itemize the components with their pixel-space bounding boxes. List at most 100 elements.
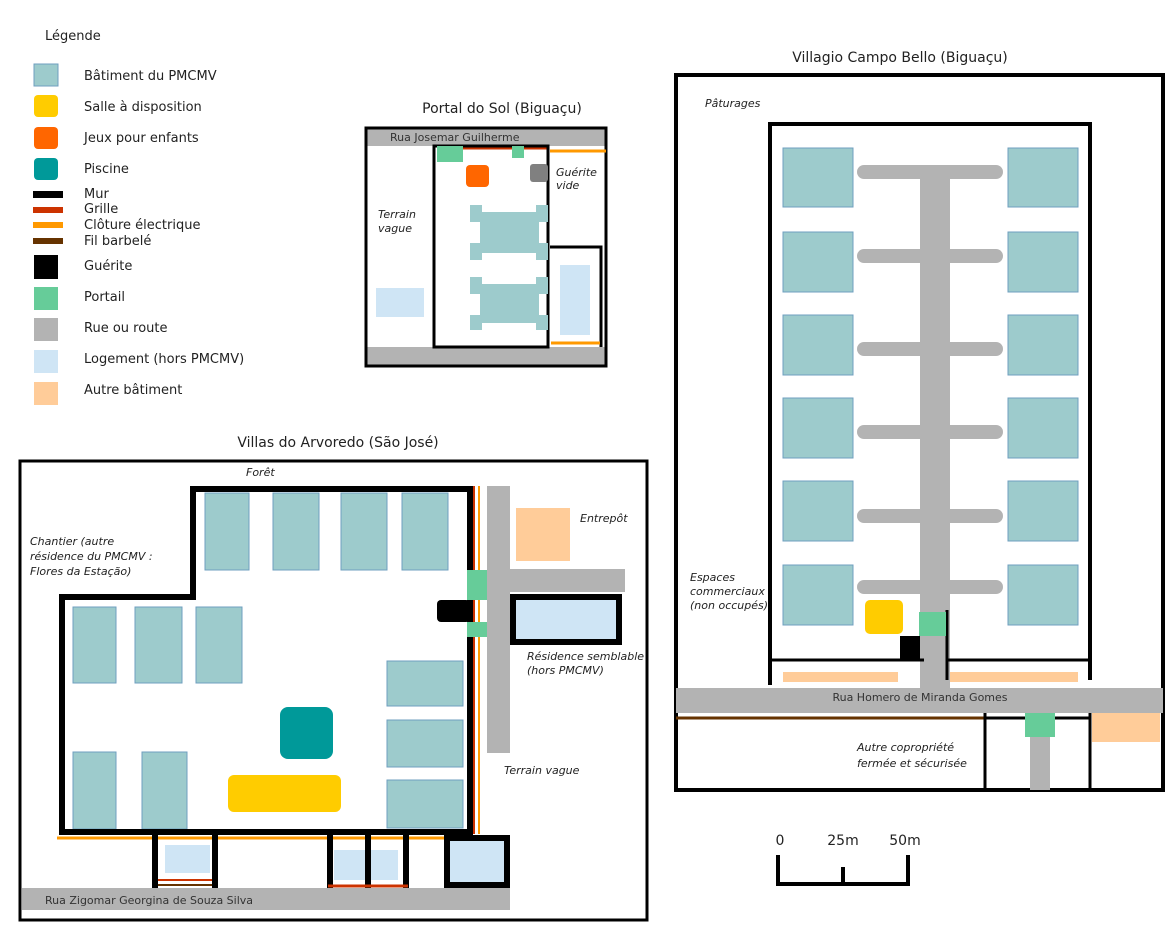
label: Espaces bbox=[690, 571, 735, 584]
pmcmv-building bbox=[141, 751, 188, 830]
scale-label: 50m bbox=[889, 833, 920, 849]
plan-frame bbox=[364, 126, 608, 368]
road bbox=[857, 580, 1003, 594]
pmcmv-building bbox=[782, 147, 854, 208]
scale-bar: 0 25m 50m bbox=[776, 833, 921, 886]
legend-swatch-portail bbox=[34, 287, 58, 310]
pmcmv-building bbox=[782, 314, 854, 376]
legend-label: Piscine bbox=[84, 162, 129, 177]
label: Terrain vague bbox=[504, 764, 580, 777]
portail bbox=[437, 146, 463, 162]
portal-do-sol-plan: Portal do Sol (Biguaçu) Rua Josemar Guil… bbox=[364, 101, 608, 368]
legend-label: Jeux pour enfants bbox=[83, 131, 199, 146]
pmcmv-building bbox=[1007, 564, 1079, 626]
legend-swatch-logement bbox=[34, 350, 58, 373]
road-bottom bbox=[366, 347, 606, 366]
road bbox=[487, 486, 510, 753]
road bbox=[857, 342, 1003, 356]
plan-title: Portal do Sol (Biguaçu) bbox=[422, 101, 582, 117]
label: vide bbox=[556, 179, 580, 192]
legend-label: Logement (hors PMCMV) bbox=[84, 352, 244, 367]
road-label: Rua Josemar Guilherme bbox=[390, 131, 520, 144]
pmcmv-building bbox=[782, 564, 854, 626]
label: vague bbox=[378, 222, 412, 235]
pmcmv-building bbox=[72, 751, 117, 830]
legend: Légende Bâtiment du PMCMV Salle à dispos… bbox=[33, 29, 244, 405]
legend-swatch-guerite bbox=[34, 255, 58, 279]
legend-swatch-barbele bbox=[33, 238, 63, 244]
salle-a-disposition bbox=[865, 600, 903, 634]
pmcmv-building bbox=[1007, 397, 1079, 459]
legend-swatch-rue bbox=[34, 318, 58, 341]
legend-swatch-jeux bbox=[34, 127, 58, 149]
road bbox=[510, 569, 625, 592]
plan-frame bbox=[674, 73, 1165, 792]
road-top bbox=[366, 128, 606, 146]
legend-swatch-mur bbox=[33, 191, 63, 198]
guerite bbox=[437, 600, 470, 622]
label: Autre copropriété bbox=[856, 741, 954, 754]
pmcmv-building bbox=[782, 480, 854, 542]
portail bbox=[467, 570, 487, 600]
label: Résidence semblable bbox=[527, 650, 644, 663]
road bbox=[1030, 737, 1050, 790]
portail bbox=[919, 612, 946, 636]
legend-label: Guérite bbox=[84, 259, 132, 274]
entrepot bbox=[516, 508, 570, 561]
legend-label: Mur bbox=[84, 187, 109, 202]
label: Chantier (autre bbox=[30, 535, 114, 548]
logement bbox=[444, 835, 510, 888]
portail bbox=[512, 146, 524, 158]
road bbox=[857, 249, 1003, 263]
legend-label: Salle à disposition bbox=[84, 100, 202, 115]
branch-roads bbox=[857, 165, 1003, 594]
road bbox=[857, 509, 1003, 523]
label: commerciaux bbox=[690, 585, 765, 598]
legend-label: Grille bbox=[84, 202, 118, 217]
pmcmv-building bbox=[470, 205, 548, 260]
label: Flores da Estação) bbox=[30, 565, 131, 578]
autre-batiment bbox=[1092, 713, 1160, 742]
legend-swatch-pmcmv bbox=[33, 63, 59, 87]
buildings bbox=[782, 147, 1079, 626]
legend-label: Bâtiment du PMCMV bbox=[84, 69, 217, 84]
pmcmv-building bbox=[195, 606, 243, 684]
road bbox=[857, 425, 1003, 439]
piscine bbox=[280, 707, 333, 759]
road bbox=[676, 688, 1163, 713]
label: résidence du PMCMV : bbox=[30, 550, 153, 563]
plan-title: Villas do Arvoredo (São José) bbox=[237, 435, 438, 451]
pmcmv-building bbox=[340, 492, 388, 571]
pmcmv-building bbox=[204, 492, 250, 571]
label: (hors PMCMV) bbox=[527, 664, 604, 677]
logement bbox=[376, 288, 424, 317]
wall bbox=[768, 122, 1092, 685]
label: Entrepôt bbox=[580, 512, 628, 525]
pmcmv-building bbox=[782, 397, 854, 459]
portail bbox=[1025, 713, 1055, 737]
plan-title: Villagio Campo Bello (Biguaçu) bbox=[792, 50, 1008, 66]
scale-label: 25m bbox=[827, 833, 858, 849]
label: fermée et sécurisée bbox=[857, 757, 967, 770]
legend-label: Portail bbox=[84, 290, 125, 305]
road bbox=[857, 165, 1003, 179]
salle-a-disposition bbox=[228, 775, 341, 812]
road-label: Rua Homero de Miranda Gomes bbox=[832, 691, 1007, 704]
label: (non occupés) bbox=[690, 599, 768, 612]
portail bbox=[467, 622, 487, 637]
legend-swatch-cloture bbox=[33, 222, 63, 228]
wall bbox=[59, 486, 473, 835]
villagio-campo-bello-plan: Villagio Campo Bello (Biguaçu) Pâturages bbox=[674, 50, 1165, 792]
pmcmv-building bbox=[386, 719, 464, 768]
pmcmv-building bbox=[72, 606, 117, 684]
label: Guérite bbox=[556, 166, 597, 179]
residence-semblable bbox=[510, 594, 622, 645]
wall bbox=[550, 245, 603, 347]
pmcmv-building bbox=[470, 277, 548, 330]
logement bbox=[165, 845, 210, 873]
pmcmv-building bbox=[386, 779, 464, 829]
legend-swatch-salle bbox=[34, 95, 58, 117]
legend-label: Autre bâtiment bbox=[84, 383, 182, 398]
legend-swatch-piscine bbox=[34, 158, 58, 180]
